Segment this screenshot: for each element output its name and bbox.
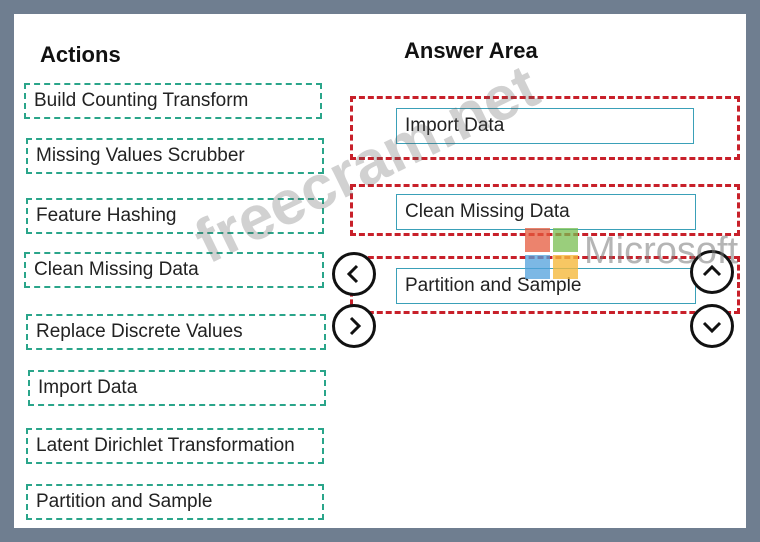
- action-missing-values-scrubber[interactable]: Missing Values Scrubber: [26, 138, 324, 174]
- move-left-button[interactable]: [332, 252, 376, 296]
- answer-item-clean-missing-data[interactable]: Clean Missing Data: [396, 194, 696, 230]
- actions-heading: Actions: [40, 42, 121, 67]
- action-feature-hashing[interactable]: Feature Hashing: [26, 198, 324, 234]
- action-import-data[interactable]: Import Data: [28, 370, 326, 406]
- move-up-button[interactable]: [690, 250, 734, 294]
- action-clean-missing-data[interactable]: Clean Missing Data: [24, 252, 324, 288]
- action-partition-and-sample[interactable]: Partition and Sample: [26, 484, 324, 520]
- answer-slot-1[interactable]: [350, 96, 740, 160]
- action-latent-dirichlet-transformation[interactable]: Latent Dirichlet Transformation: [26, 428, 324, 464]
- answer-item-import-data[interactable]: Import Data: [396, 108, 694, 144]
- move-right-button[interactable]: [332, 304, 376, 348]
- move-down-icon: [702, 321, 722, 334]
- move-up-icon: [702, 264, 722, 277]
- action-replace-discrete-values[interactable]: Replace Discrete Values: [26, 314, 326, 350]
- move-left-icon: [346, 264, 359, 284]
- exam-panel: Actions Answer Area Build Counting Trans…: [14, 14, 746, 528]
- answer-item-partition-and-sample[interactable]: Partition and Sample: [396, 268, 696, 304]
- answer-area-heading: Answer Area: [404, 38, 538, 63]
- move-right-icon: [349, 316, 362, 336]
- move-down-button[interactable]: [690, 304, 734, 348]
- action-build-counting-transform[interactable]: Build Counting Transform: [24, 83, 322, 119]
